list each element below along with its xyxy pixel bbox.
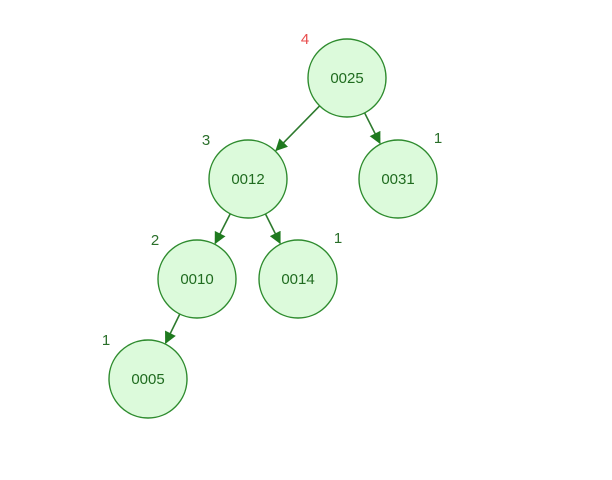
node-circle[interactable]: [358, 139, 438, 219]
tree-node-0010[interactable]: 0010 2: [151, 232, 237, 319]
node-label: 0005: [131, 371, 164, 388]
tree-node-0005[interactable]: 0005 1: [102, 332, 188, 419]
tree-node-0012[interactable]: 0012 3: [202, 132, 288, 219]
height-label: 4: [301, 31, 309, 48]
edge-n12-n10: [214, 213, 231, 245]
node-circle[interactable]: [258, 239, 338, 319]
node-label: 0031: [381, 171, 414, 188]
node-circle[interactable]: [208, 139, 288, 219]
edge-n25-n31: [363, 112, 381, 145]
edges-layer: [164, 105, 381, 344]
nodes-layer: 0025 4 0012 3 0031 1 0010 2 0014 1 0005 1: [102, 31, 442, 419]
edge-n12-n14: [264, 213, 281, 245]
node-label: 0010: [180, 271, 213, 288]
height-label: 1: [334, 230, 342, 247]
node-label: 0025: [330, 70, 363, 87]
height-label: 3: [202, 132, 210, 149]
edge-n10-n05: [164, 313, 181, 344]
height-label: 1: [102, 332, 110, 349]
node-circle[interactable]: [108, 339, 188, 419]
node-label: 0014: [281, 271, 314, 288]
height-label: 2: [151, 232, 159, 249]
node-circle[interactable]: [157, 239, 237, 319]
node-circle[interactable]: [307, 38, 387, 118]
height-label: 1: [434, 130, 442, 147]
edge-n25-n12: [275, 105, 321, 152]
tree-node-0031[interactable]: 0031 1: [358, 130, 442, 219]
tree-node-0014[interactable]: 0014 1: [258, 230, 342, 319]
tree-node-0025[interactable]: 0025 4: [301, 31, 387, 118]
node-label: 0012: [231, 171, 264, 188]
